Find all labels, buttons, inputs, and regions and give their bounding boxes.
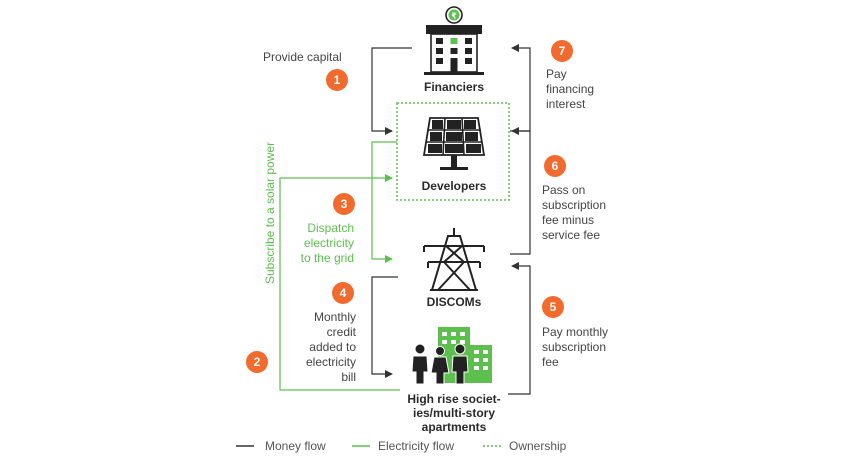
ownership-box [396,102,510,201]
step-1-badge: 1 [326,69,348,91]
arrow-pay-monthly [508,262,531,395]
arrow-subscribe-solar [279,174,400,391]
people-apartments-icon [411,327,492,385]
step-6-label: Pass on subscription fee minus service f… [542,183,607,242]
step-3-label: Dispatch electricity to the grid [300,221,354,265]
solar-panel-icon [422,117,486,170]
step-5-label: Pay monthly subscription fee [542,325,609,369]
step-7-label: Pay financing interest [546,67,595,111]
step-6-badge: 6 [544,155,566,177]
node-residents: High rise societ- ies/multi-story apartm… [407,392,501,434]
node-developers: Developers [421,179,487,193]
step-3-badge: 3 [333,193,355,215]
arrow-pay-interest [510,44,531,132]
svg-text:₹: ₹ [451,12,457,21]
step-4-label: Monthly credit added to electricity bill [305,310,356,384]
step-4-badge: 4 [332,282,354,304]
arrow-monthly-credit [371,276,398,378]
node-discoms: DISCOMs [426,295,482,309]
legend-ownership-label: Ownership [509,439,567,453]
arrow-provide-capital [371,47,412,135]
arrow-dispatch-electricity [371,141,397,263]
step-5-badge: 5 [542,296,564,318]
legend-electricity-label: Electricity flow [378,439,455,453]
step-2-badge: 2 [246,351,268,373]
transmission-tower-icon [423,228,485,291]
arrow-pass-subscription [510,127,531,255]
legend-money-label: Money flow [265,439,326,453]
building-rupee-icon: ₹ [424,6,484,75]
step-2-label: Subscribe to a solar power [263,141,277,284]
node-financiers: Financiers [423,80,485,94]
step-1-label: Provide capital [263,50,342,64]
step-7-badge: 7 [551,40,573,62]
